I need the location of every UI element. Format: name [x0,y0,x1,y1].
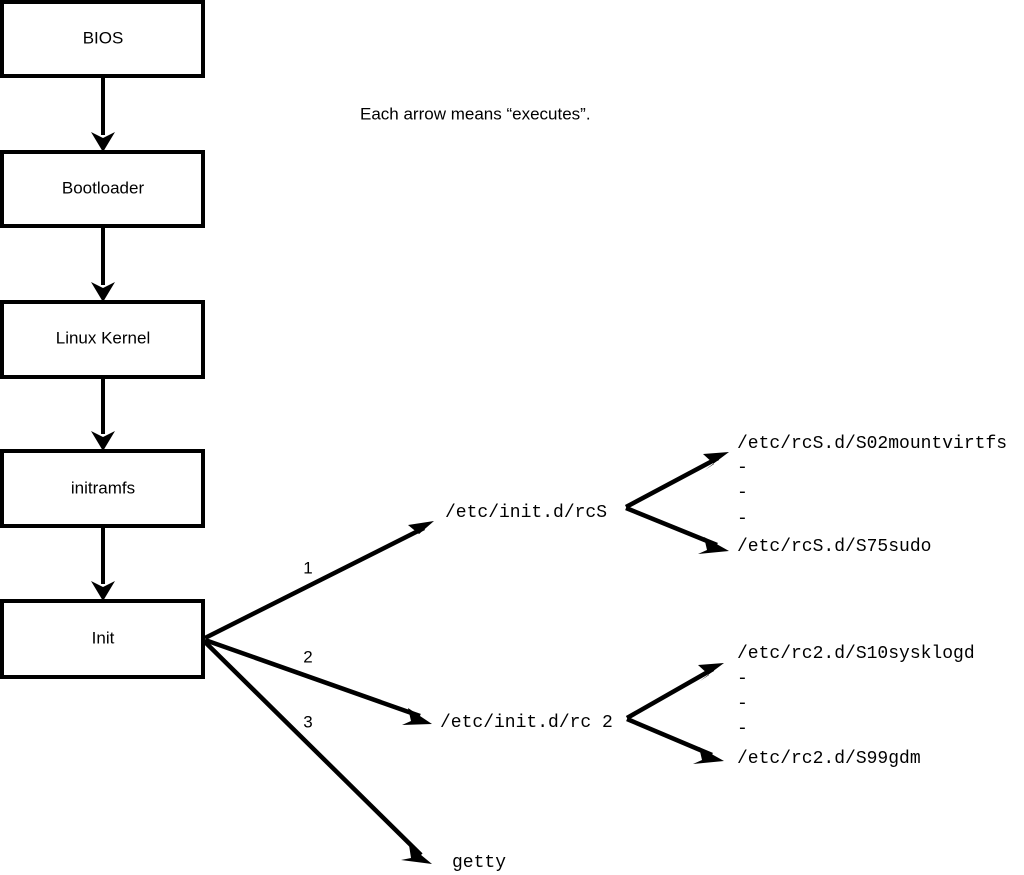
arrow-rcs-to-last-child-head [698,537,729,554]
label-rc2-d-last[interactable]: /etc/rc2.d/S99gdm [737,749,921,769]
box-initramfs-label: initramfs [71,478,135,497]
arrow-rc2-to-last-child [626,716,724,764]
rcs-ellipsis-dash-3: - [737,509,748,529]
arrow-rc2-to-first-child-head [698,663,724,681]
arrow-init-to-rcs-head [408,521,434,541]
box-init-rect [0,599,205,679]
arrow-rc2-to-last-child-line [626,716,713,758]
label-init-d-rcs[interactable]: /etc/init.d/rcS [445,503,607,523]
box-linux-kernel-label: Linux Kernel [56,328,151,347]
arrow-rcs-to-last-child-line [625,505,718,548]
arrow-init-to-getty-head [401,845,432,864]
box-bios-label: BIOS [83,28,124,47]
arrow-bios-to-bootloader-head [91,132,115,152]
arrow-init-to-rc2 [204,637,432,725]
box-init-label: Init [92,628,115,647]
arrow-init-to-rc2-line [204,637,421,719]
arrow-rc2-to-first-child-line [625,667,715,720]
box-linux-kernel-rect [0,300,205,379]
label-rcs-d-first[interactable]: /etc/rcS.d/S02mountvirtfs [737,434,1007,454]
rcs-ellipsis-dash-2: - [737,483,748,503]
box-bootloader[interactable]: Bootloader [0,150,205,228]
arrow-bootloader-to-kernel-head [91,282,115,302]
arrow-kernel-to-initramfs [91,377,115,451]
box-initramfs[interactable]: initramfs [0,449,205,528]
arrow-initramfs-to-init-head [91,581,115,601]
edge-number-2: 2 [303,647,312,666]
box-bios[interactable]: BIOS [0,0,205,78]
rc2-ellipsis-dash-2: - [737,694,748,714]
legend-note: Each arrow means “executes”. [360,104,591,123]
label-init-d-rc2[interactable]: /etc/init.d/rc 2 [440,713,613,733]
edge-number-1: 1 [303,558,312,577]
arrow-rc2-to-last-child-head [693,747,724,764]
box-linux-kernel[interactable]: Linux Kernel [0,300,205,379]
label-rc2-d-first[interactable]: /etc/rc2.d/S10sysklogd [737,644,975,664]
box-bios-rect [0,0,205,78]
arrow-rcs-to-first-child-line [624,456,720,509]
arrow-rc2-to-first-child [625,663,724,720]
label-getty[interactable]: getty [452,853,506,873]
arrow-initramfs-to-init [91,526,115,601]
arrow-rcs-to-first-child-head [703,452,729,470]
rc2-ellipsis-dash-3: - [737,719,748,739]
label-rcs-d-last[interactable]: /etc/rcS.d/S75sudo [737,537,931,557]
box-bootloader-rect [0,150,205,228]
arrow-bootloader-to-kernel [91,226,115,302]
arrow-init-to-getty [203,640,432,864]
rc2-ellipsis-dash-1: - [737,669,748,689]
rcs-ellipsis-dash-1: - [737,458,748,478]
arrow-init-to-rc2-head [402,708,432,725]
arrow-rcs-to-first-child [624,452,729,509]
box-init[interactable]: Init [0,599,205,679]
arrow-bios-to-bootloader [91,76,115,152]
arrow-init-to-rcs [203,521,434,641]
arrow-rcs-to-last-child [625,505,729,554]
arrow-kernel-to-initramfs-head [91,431,115,451]
box-bootloader-label: Bootloader [62,178,145,197]
edge-number-3: 3 [303,712,312,731]
arrow-init-to-rcs-line [203,525,426,641]
arrow-init-to-getty-line [203,640,423,857]
